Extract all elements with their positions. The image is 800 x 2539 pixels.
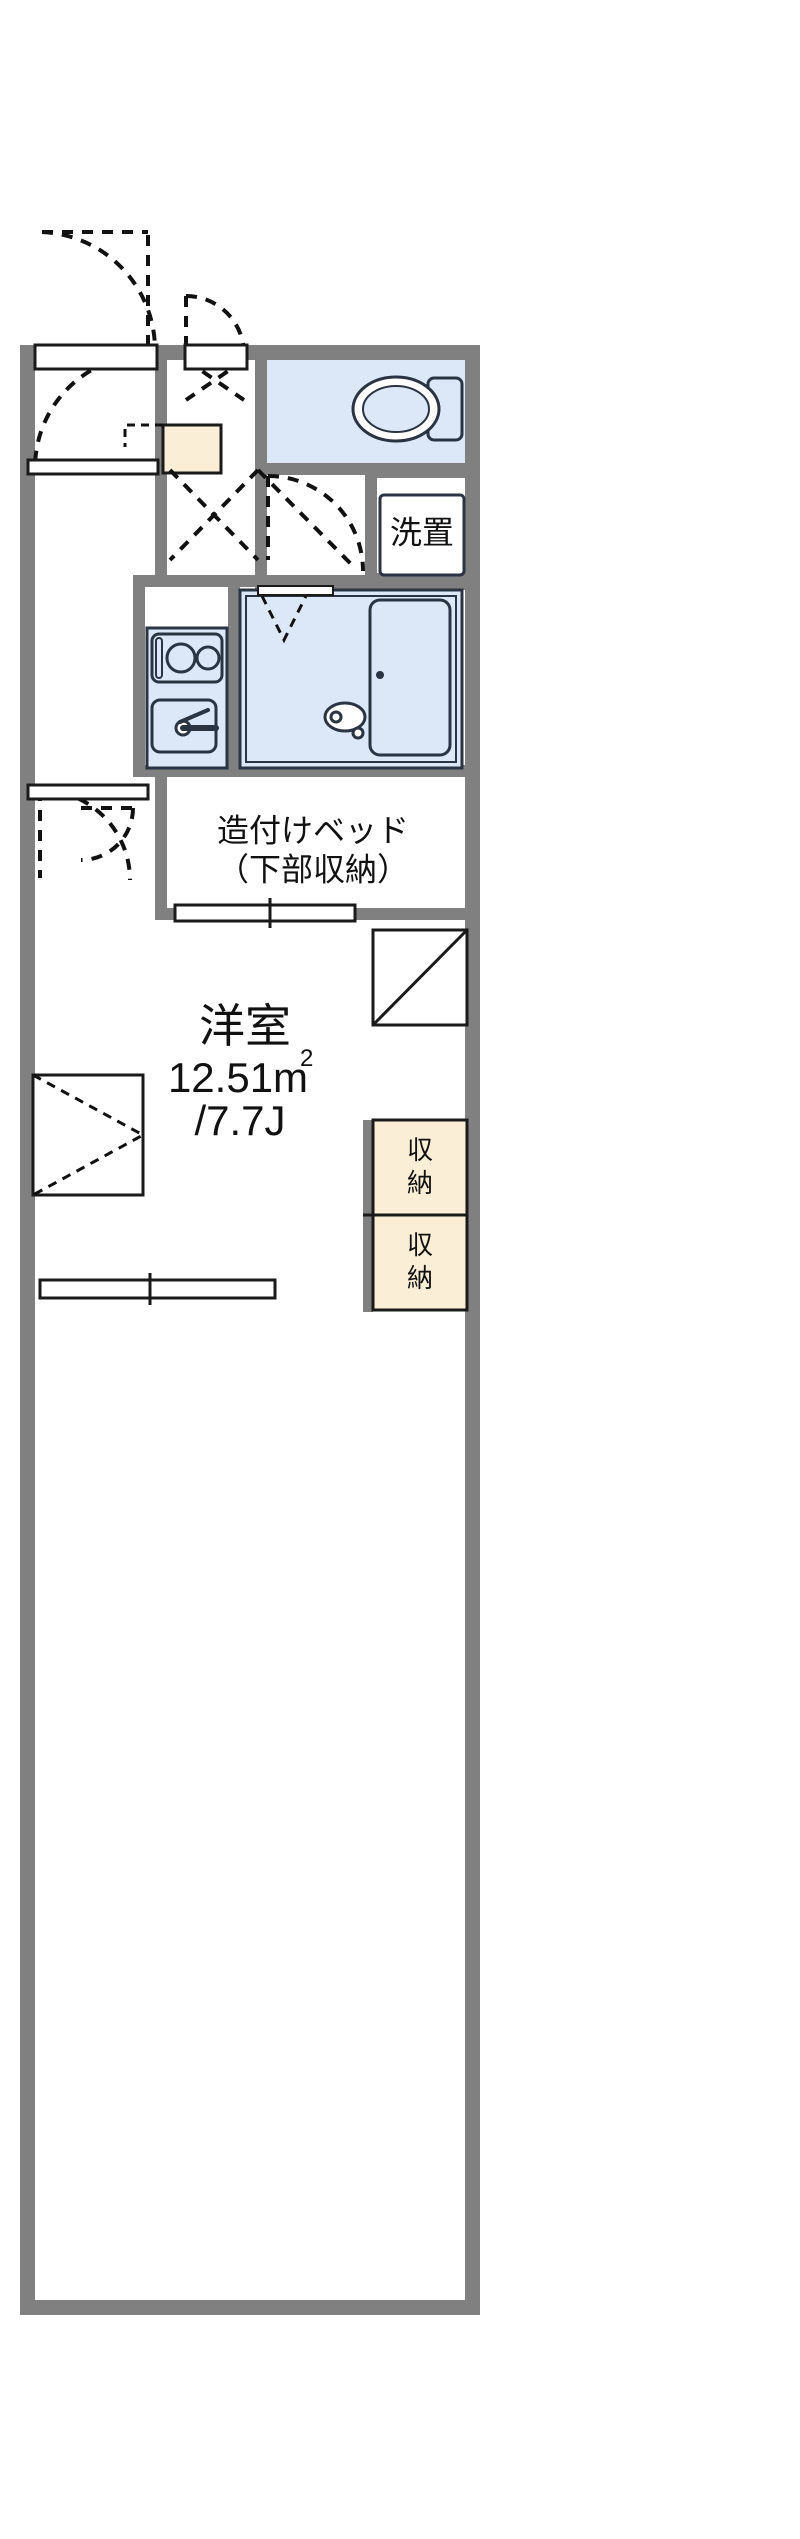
washroom-door-diagonal-b [168, 468, 260, 562]
text-labels: 造付けベッド （下部収納） 洋室 12.51m 2 /7.7J [168, 812, 409, 1144]
wall-toilet-left [255, 360, 267, 475]
cutout-built-in-bed [165, 775, 465, 920]
kitchen-faucet-handle [178, 708, 210, 724]
stove-burner-right [195, 645, 221, 671]
main-room-jo: /7.7J [194, 1097, 285, 1144]
toilet-door-swing-arc [185, 294, 246, 355]
bath-door-leaf [257, 585, 334, 596]
window-north-entry [33, 343, 159, 371]
window-south-balcony [38, 1278, 277, 1300]
bathtub-drain [376, 671, 384, 679]
window-hall-lower [26, 458, 160, 476]
window-room-upper [26, 783, 150, 801]
kitchen-group [145, 626, 229, 770]
basin-drain [329, 710, 343, 724]
closet-lower-label-2: 納 [407, 1263, 433, 1293]
kitchen-door-arc [80, 807, 135, 862]
wall-kitchen-bath-divider [228, 585, 240, 775]
washer-place-label: 洗置 [390, 514, 454, 550]
room-door-swing-arc [39, 788, 132, 881]
main-room-name: 洋室 [199, 1000, 291, 1052]
door-swings [33, 230, 365, 881]
stove-burner-left [165, 642, 197, 674]
bath-unit-group [238, 585, 464, 770]
wall-kitchen-left [133, 585, 145, 775]
closet-lower-label-1: 収 [407, 1230, 433, 1260]
bed-alcove-opening [173, 903, 357, 923]
washroom-entry-arc [267, 474, 365, 572]
closet-upper-box [371, 1118, 469, 1217]
wall-toilet-bottom [255, 463, 467, 475]
basin-faucet [351, 726, 365, 740]
bath-door-swing [260, 595, 308, 644]
cutout-washroom-corridor [267, 470, 367, 575]
wash-basin [323, 701, 367, 733]
closet-upper-label-1: 収 [407, 1135, 433, 1165]
room-ne-door-diagonal [371, 928, 469, 1027]
toilet-bowl-inner [362, 385, 430, 433]
shoe-cabinet-group [123, 423, 223, 475]
toilet-fixture-group [351, 375, 464, 443]
washroom-door-diagonal-c [256, 468, 354, 567]
entrance-door-upper-arc [41, 230, 157, 349]
window-north-toilet [183, 343, 249, 371]
main-room-area-superscript: 2 [300, 1045, 313, 1072]
main-room-area-group: 12.51m 2 [168, 1045, 313, 1101]
shoe-cabinet-box [161, 423, 223, 475]
window-main-west [31, 1073, 145, 1197]
wall-washer-left [365, 475, 377, 585]
built-in-bed-label-line1: 造付けベッド [217, 812, 409, 848]
cutout-western-room [35, 800, 465, 2300]
closet-group: 収 納 収 納 [363, 1118, 469, 1312]
washer-box-outline [378, 493, 466, 577]
stove-grill-slot [155, 637, 163, 679]
wall-corridor-to-room [155, 775, 167, 920]
built-in-bed-label-line2: （下部収納） [217, 851, 409, 887]
main-room-area: 12.51m [168, 1054, 308, 1101]
closet-upper-label-2: 納 [407, 1168, 433, 1198]
washer-place-box: 洗置 [378, 493, 466, 577]
wall-kitchenbath-top [133, 575, 467, 587]
window-main-west-swing [32, 1073, 147, 1197]
bathtub [368, 598, 452, 757]
closet-lower-box [371, 1213, 469, 1312]
wall-corridor-right [155, 475, 167, 585]
windows [26, 343, 469, 1305]
